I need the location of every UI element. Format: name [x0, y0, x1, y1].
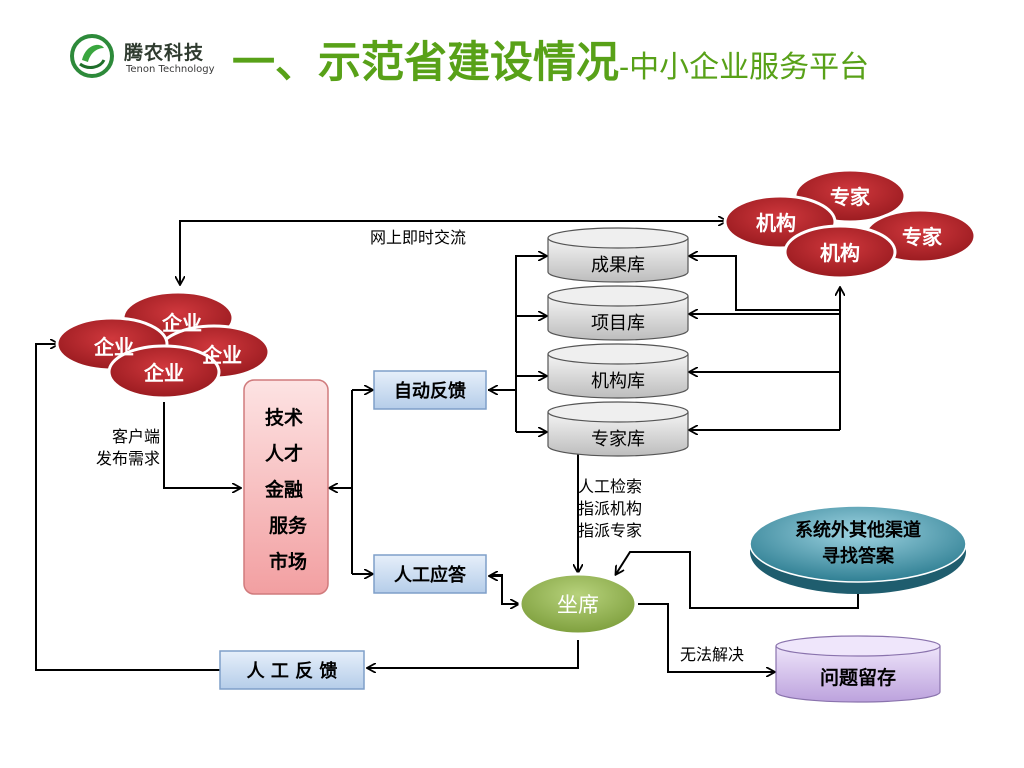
market-line: 技术 — [265, 406, 303, 429]
manual-feedback-label: 人 工 反 馈 — [247, 660, 338, 682]
market-line: 人才 — [265, 442, 303, 465]
manual-feedback: 人 工 反 馈 — [219, 650, 365, 690]
other-channels-ellipse — [749, 505, 967, 583]
online-chat-label: 网上即时交流 — [370, 228, 466, 247]
db-results-label: 成果库 — [591, 255, 645, 276]
page-title: 一、示范省建设情况-中小企业服务平台 — [232, 28, 869, 98]
seat: 坐席 — [518, 572, 638, 636]
org-bubble — [783, 224, 897, 280]
logo-chinese-name: 腾农科技 — [124, 42, 205, 64]
db-orgs: 机构库 — [547, 343, 689, 399]
market-box — [243, 379, 329, 595]
search-line3: 指派专家 — [578, 521, 642, 540]
unsolved-label: 无法解决 — [680, 645, 744, 664]
manual-answer: 人工应答 — [373, 554, 487, 594]
manual-feedback-box — [219, 650, 365, 690]
seat-to-feedback-line — [368, 640, 579, 668]
answer-to-seat-arrow — [492, 574, 518, 604]
client-publish-line2: 发布需求 — [96, 449, 160, 468]
auto-feedback-label: 自动反馈 — [394, 380, 466, 402]
enterprise-label: 企业 — [93, 335, 134, 359]
seat-to-answer-arrow — [490, 576, 503, 590]
connectors — [35, 221, 859, 672]
enterprise-label: 企业 — [143, 361, 184, 385]
org-label: 机构 — [820, 241, 860, 265]
enterprise-label: 企业 — [201, 343, 242, 367]
tech-talent-finance-market: 技术 人才 金融 服务 市场 — [243, 379, 329, 595]
manual-answer-box — [373, 554, 487, 594]
client-publish-line — [163, 402, 240, 488]
title-main: 一、示范省建设情况 — [232, 38, 619, 88]
search-line1: 人工检索 — [578, 477, 642, 496]
db-projects-label: 项目库 — [591, 313, 645, 334]
db-results: 成果库 — [547, 227, 689, 283]
other-channels-line2: 寻找答案 — [822, 545, 895, 567]
manual-answer-label: 人工应答 — [394, 564, 467, 586]
db-projects: 项目库 — [547, 285, 689, 341]
expert-label: 专家 — [830, 185, 871, 209]
other-channels-line1: 系统外其他渠道 — [795, 519, 921, 541]
org-label: 机构 — [756, 211, 796, 235]
seat-to-problem-store-line — [638, 603, 774, 672]
search-line2: 指派机构 — [578, 499, 642, 518]
auto-feedback: 自动反馈 — [373, 370, 487, 410]
enterprise-label: 企业 — [161, 311, 202, 335]
expert-org-cluster: 专家 机构 专家 机构 — [723, 168, 977, 280]
market-line: 市场 — [269, 550, 307, 573]
leaf-logo-icon — [70, 34, 114, 78]
problem-store-label: 问题留存 — [820, 666, 896, 689]
auto-feedback-box — [373, 370, 487, 410]
title-sub: -中小企业服务平台 — [619, 50, 870, 85]
market-line: 金融 — [264, 478, 303, 501]
logo-english-name: Tenon Technology — [126, 64, 215, 75]
seat-label: 坐席 — [557, 593, 599, 617]
market-line: 服务 — [269, 514, 308, 537]
enterprise-bubble — [107, 344, 221, 400]
db-experts-label: 专家库 — [591, 429, 645, 450]
enterprise-cluster: 企业 企业 企业 企业 — [55, 290, 271, 400]
logo: 腾农科技 Tenon Technology — [66, 30, 226, 82]
client-publish-line1: 客户端 — [112, 427, 160, 446]
problem-store: 问题留存 — [775, 635, 941, 703]
db-orgs-label: 机构库 — [591, 371, 645, 392]
db-experts: 专家库 — [547, 401, 689, 457]
feedback-to-enterprise-line — [35, 344, 220, 671]
seat-ellipse — [518, 572, 638, 636]
expert-label: 专家 — [902, 225, 943, 249]
other-channels: 系统外其他渠道 寻找答案 — [749, 505, 967, 594]
to-db-results-right — [690, 256, 840, 311]
other-channels-to-seat-line — [616, 551, 859, 609]
